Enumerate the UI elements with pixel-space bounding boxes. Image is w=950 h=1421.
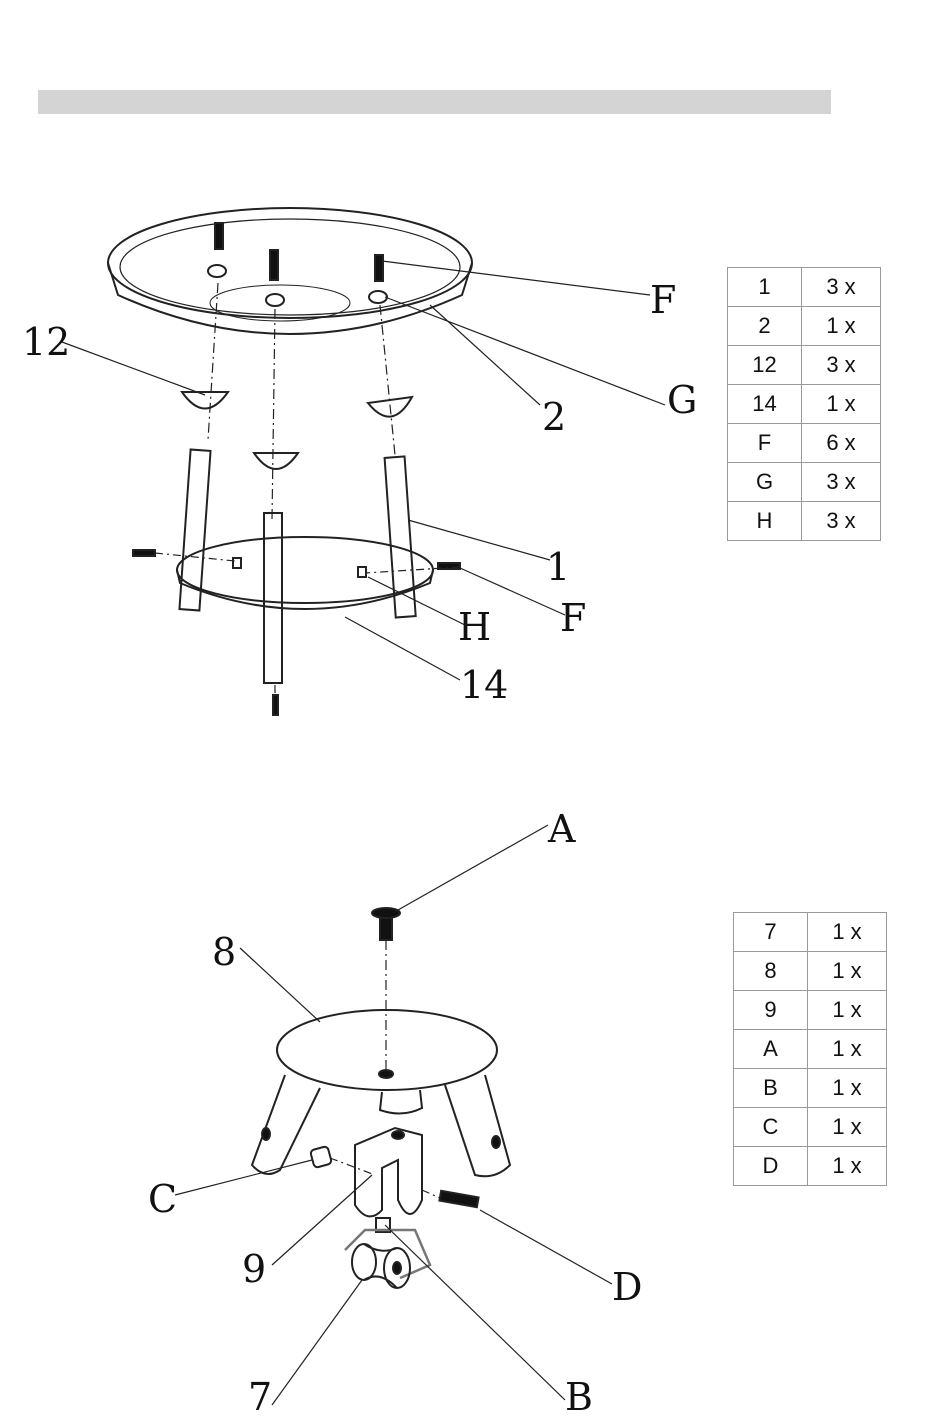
callout-f-bottom: F (560, 596, 586, 640)
part-id: A (734, 1030, 808, 1069)
callout-a: A (547, 807, 576, 851)
part-qty: 1 x (808, 991, 887, 1030)
header-bar (38, 90, 831, 114)
bolt-d (439, 1191, 478, 1207)
part-qty: 1 x (808, 913, 887, 952)
part-qty: 3 x (802, 346, 881, 385)
callout-d: D (612, 1265, 642, 1309)
part-qty: 1 x (808, 1069, 887, 1108)
callout-8: 8 (212, 930, 236, 974)
part-id: C (734, 1108, 808, 1147)
callout-b: B (565, 1375, 593, 1419)
part-id: H (728, 502, 802, 541)
part-id: 2 (728, 307, 802, 346)
knob-c (310, 1146, 332, 1168)
part-id: 8 (734, 952, 808, 991)
callout-14: 14 (460, 663, 508, 707)
callout-h: H (458, 605, 491, 649)
tray-rim-inner (120, 219, 460, 315)
cup-center (254, 453, 298, 469)
nut-left (233, 558, 241, 568)
bracket (355, 1128, 422, 1216)
part-id: B (734, 1069, 808, 1108)
screw-f-3 (375, 255, 383, 281)
callout-7: 7 (248, 1375, 272, 1419)
part-qty: 1 x (808, 1147, 887, 1186)
tray-hole-right (369, 291, 387, 303)
part-qty: 3 x (802, 502, 881, 541)
part-id: 12 (728, 346, 802, 385)
callout-12: 12 (22, 320, 70, 364)
part-qty: 1 x (802, 385, 881, 424)
part-id: 9 (734, 991, 808, 1030)
callout-f-top: F (650, 278, 676, 322)
part-id: 7 (734, 913, 808, 952)
leg-right (445, 1075, 510, 1176)
part-qty: 6 x (802, 424, 881, 463)
tray-hole-center (266, 294, 284, 306)
callout-c: C (148, 1177, 177, 1221)
seat-hole (379, 1070, 393, 1078)
tray-rim-outer (108, 208, 472, 318)
part-qty: 3 x (802, 268, 881, 307)
part-id: D (734, 1147, 808, 1186)
callout-g: G (667, 378, 697, 422)
screw-f-1 (215, 223, 223, 249)
callout-9: 9 (242, 1247, 266, 1291)
part-id: G (728, 463, 802, 502)
part-id: F (728, 424, 802, 463)
part-qty: 1 x (802, 307, 881, 346)
tray-assembly-diagram: 12 F G 2 1 F H 14 (20, 195, 710, 725)
part-qty: 1 x (808, 1030, 887, 1069)
part-qty: 1 x (808, 1108, 887, 1147)
tray-bottom-inner (210, 285, 350, 321)
tray-hole-left (208, 265, 226, 277)
screw-bottom (273, 695, 278, 715)
screw-f-2 (270, 250, 278, 280)
part-qty: 3 x (802, 463, 881, 502)
part-id: 1 (728, 268, 802, 307)
nut-right (358, 567, 366, 577)
callout-1: 1 (546, 545, 570, 589)
stool-base-diagram: A 8 C 9 D 7 B (140, 800, 700, 1415)
leg-left (252, 1075, 320, 1174)
callout-2: 2 (542, 395, 566, 439)
shelf-top (177, 537, 433, 603)
screw-side-left (133, 550, 155, 556)
part-qty: 1 x (808, 952, 887, 991)
part-id: 14 (728, 385, 802, 424)
